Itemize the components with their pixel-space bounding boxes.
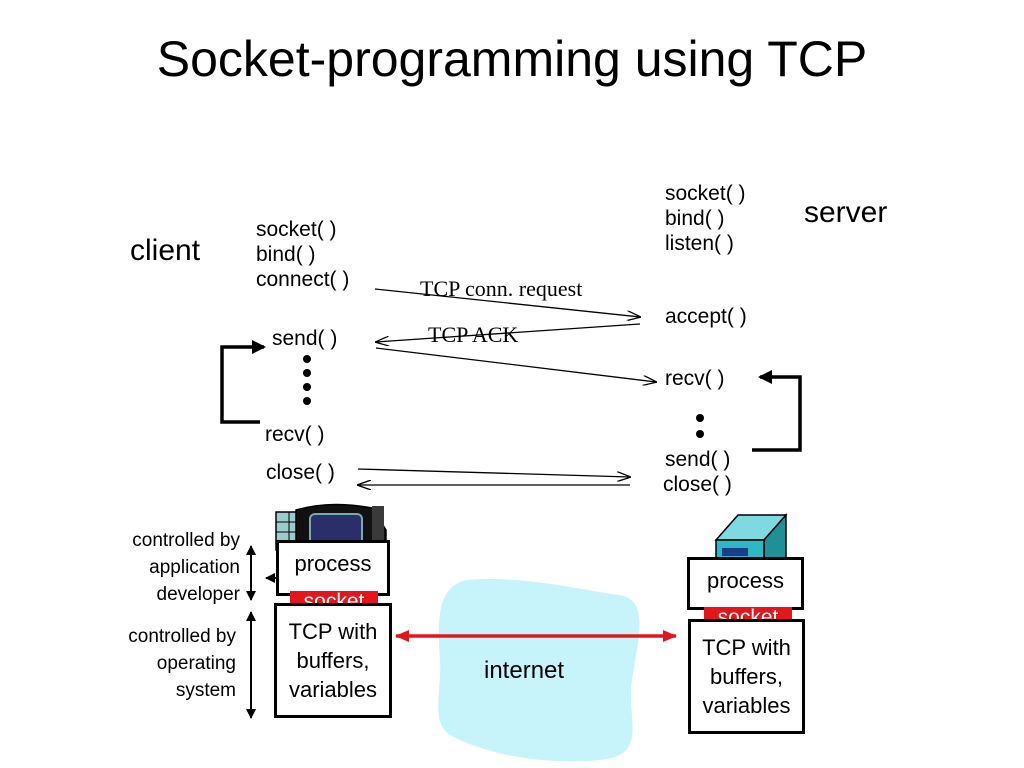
server-ellipsis-dots <box>696 414 704 438</box>
conn-request-arrow <box>374 288 640 317</box>
app-developer-label: controlled by application developer <box>132 530 240 605</box>
close-arrow-to-server <box>357 468 630 477</box>
server-label: server <box>804 196 888 229</box>
client-bind-call: bind( ) <box>256 243 316 266</box>
client-tcp-box: TCP with buffers, variables <box>274 603 392 718</box>
server-setup-calls: socket( ) bind( ) listen( ) <box>665 181 746 256</box>
server-listen-call: listen( ) <box>665 232 734 255</box>
server-close-call: close( ) <box>663 473 732 496</box>
server-send-call: send( ) <box>665 448 731 471</box>
conn-request-label: TCP conn. request <box>420 276 583 301</box>
server-bind-call: bind( ) <box>665 207 725 230</box>
client-send-call: send( ) <box>272 327 338 350</box>
client-close-call: close( ) <box>266 461 335 484</box>
data-send-arrow <box>375 347 656 382</box>
client-recv-call: recv( ) <box>265 423 325 446</box>
client-process-box: process <box>276 540 390 596</box>
internet-cloud <box>438 578 640 762</box>
server-recv-call: recv( ) <box>665 367 725 390</box>
ack-arrow <box>376 323 641 342</box>
server-accept-call: accept( ) <box>665 305 747 328</box>
server-process-label: process <box>706 568 785 593</box>
page-title: Socket-programming using TCP <box>156 31 868 87</box>
client-socket-call: socket( ) <box>256 218 337 241</box>
client-loop-bracket <box>220 340 266 424</box>
server-loop-bracket <box>752 370 802 452</box>
internet-label: internet <box>484 657 565 684</box>
client-label: client <box>130 234 201 267</box>
os-label: controlled by operating system <box>128 626 236 701</box>
server-computer-icon <box>714 513 788 563</box>
client-process-label: process <box>294 551 372 576</box>
server-socket-call: socket( ) <box>665 182 746 205</box>
client-connect-call: connect( ) <box>256 268 350 291</box>
server-tcp-box: TCP with buffers, variables <box>688 619 805 734</box>
client-setup-calls: socket( ) bind( ) connect( ) <box>256 217 349 292</box>
client-ellipsis-dots <box>303 355 311 405</box>
server-process-box: process <box>687 557 804 610</box>
ack-label: TCP ACK <box>428 322 519 347</box>
